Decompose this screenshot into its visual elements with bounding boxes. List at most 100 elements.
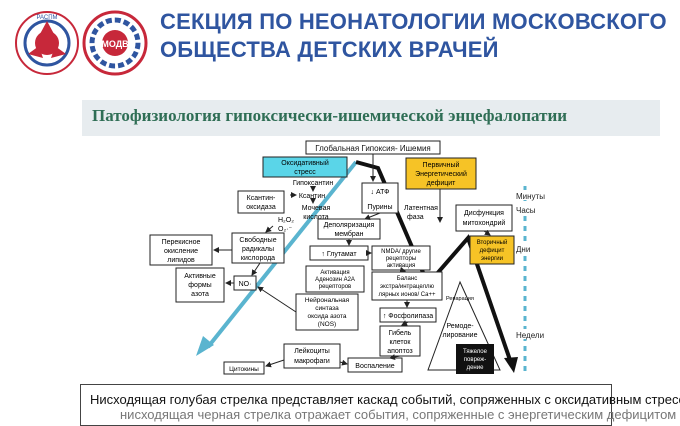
label-nmda-2: рецепторы (386, 256, 416, 262)
time-hours: Часы (516, 206, 536, 215)
label-global-hypoxia: Глобальная Гипоксия- Ишемия (315, 144, 431, 153)
logo-left-text: РАСПМ (36, 15, 57, 21)
label-nos-4: (NOS) (318, 321, 336, 328)
energy-deficit-arrowhead (504, 357, 518, 373)
label-glutamate: ↑ Глутамат (321, 251, 357, 258)
label-severe-3: дение (467, 365, 485, 371)
label-nos-3: оксида азота (307, 313, 346, 320)
box-neuronal-nos (295, 293, 359, 331)
page-title-line1: СЕКЦИЯ ПО НЕОНАТОЛОГИИ МОСКОВСКОГО (160, 9, 667, 34)
box-mito-dysfunction (455, 204, 513, 232)
box-free-radicals (231, 232, 285, 264)
label-nitrogen-2: формы (188, 282, 211, 289)
time-weeks: Недели (516, 331, 544, 340)
label-uric-2: кислота (303, 214, 329, 221)
label-death-3: апоптоз (387, 348, 413, 355)
label-oxidative-2: стресс (294, 169, 316, 176)
label-lipid-2: окисление (164, 248, 198, 255)
label-radicals-2: радикалы (242, 246, 274, 253)
label-purines: Пурины (367, 204, 392, 211)
label-nos-1: Нейрональная (305, 296, 350, 304)
label-radicals-1: Свободные (239, 236, 276, 244)
box-primary-deficit (405, 157, 477, 190)
box-reactive-nitrogen (175, 267, 225, 303)
label-severe-1: Тяжелое (463, 349, 488, 355)
label-leuko-2: макрофаги (294, 358, 330, 365)
label-balance-2: экстра/интрацеллю (380, 284, 434, 290)
label-uric-1: Мочевая (302, 205, 331, 212)
box-oxidative-stress (262, 156, 348, 178)
box-leukocytes (283, 343, 341, 369)
box-cell-death (379, 325, 421, 357)
box-inflammation (347, 357, 403, 373)
box-ion-balance (371, 271, 443, 301)
label-depol-2: мембран (334, 230, 363, 238)
label-secondary-3: энергии (481, 256, 503, 262)
box-secondary-deficit (469, 235, 515, 265)
label-leuko-1: Лейкоциты (294, 347, 330, 355)
oxidative-arrowhead (196, 336, 214, 356)
page-title-line2: ОБЩЕСТВА ДЕТСКИХ ВРАЧЕЙ (160, 37, 499, 62)
label-nmda-3: активация (387, 263, 416, 269)
label-o2: O₂·⁻ (278, 226, 292, 233)
label-secondary-2: дефицит (480, 248, 505, 254)
label-repair: Репарация (446, 296, 474, 302)
label-nmda-1: NMDA/ другие (381, 249, 421, 255)
label-lipid-1: Перекисное (162, 239, 201, 246)
label-balance-3: лярных ионов/ Ca++ (379, 292, 436, 298)
label-primary-2: Энергетический (415, 170, 467, 178)
label-lipid-3: липидов (167, 257, 195, 264)
pathophysiology-diagram: Минуты Часы Дни Недели Глобальная Гипокс… (149, 140, 545, 375)
label-nos-2: синтаза (315, 305, 339, 312)
label-cytokines: Цитокины (229, 366, 259, 373)
label-severe-2: повреж- (464, 357, 486, 363)
label-primary-3: дефицит (427, 180, 457, 187)
label-radicals-3: кислорода (241, 255, 275, 262)
label-primary-1: Первичный (423, 161, 460, 169)
box-cytokines (223, 361, 265, 375)
box-adenosine (305, 265, 365, 293)
connector-arrows (213, 154, 491, 368)
label-inflammation: Воспаление (355, 363, 394, 370)
label-mito-1: Дисфункция (464, 210, 504, 217)
label-oxidative-1: Оксидативный (281, 159, 329, 167)
box-nmda (371, 245, 431, 271)
label-balance-1: Баланс (397, 276, 417, 282)
box-lipid-peroxidation (149, 234, 213, 266)
label-depol-1: Деполяризация (324, 222, 375, 229)
label-adenosine-3: рецепторов (319, 284, 352, 290)
caption-line1: Нисходящая голубая стрелка представляет … (90, 392, 680, 407)
label-latent-2: фаза (407, 214, 424, 221)
box-atp (361, 182, 399, 214)
slide-title: Патофизиология гипоксически-ишемической … (92, 106, 568, 125)
label-phospholipase: ↑ Фосфолипаза (383, 313, 433, 320)
label-remodel-2: лирование (443, 332, 478, 339)
label-no: NO· (239, 281, 252, 288)
association-logo-left: РАСПМ (15, 11, 79, 75)
label-xanthine: Ксантин (299, 193, 325, 200)
label-atp: ↓ АТФ (371, 189, 390, 196)
label-xo-1: Ксантин- (247, 195, 276, 202)
slide-title-panel (82, 100, 660, 136)
label-adenosine-1: Активация (320, 270, 349, 276)
page-title: СЕКЦИЯ ПО НЕОНАТОЛОГИИ МОСКОВСКОГО ОБЩЕС… (160, 8, 670, 64)
label-nitrogen-3: азота (191, 291, 209, 298)
label-h2o2: H₂O₂ (278, 217, 294, 224)
label-hypoxanthine: Гипоксантин (293, 180, 334, 187)
label-xo-2: оксидаза (246, 204, 276, 211)
time-days: Дни (516, 245, 530, 254)
label-secondary-1: Вторичный (477, 239, 508, 246)
label-remodel-1: Ремоде- (446, 323, 474, 330)
label-nitrogen-1: Активные (184, 273, 216, 280)
logo-right-text: МОДВ (101, 39, 129, 49)
time-minutes: Минуты (516, 192, 545, 201)
association-logo-right: МОДВ (82, 10, 148, 76)
box-xanthine-oxidase (237, 190, 285, 214)
label-latent-1: Латентная (404, 205, 438, 212)
label-death-2: клеток (390, 339, 412, 346)
label-adenosine-2: Аденозин A2A (315, 277, 355, 283)
box-severe-damage (456, 344, 494, 374)
caption-line2: нисходящая черная стрелка отражает событ… (120, 407, 677, 422)
label-mito-2: митохондрий (463, 219, 506, 227)
label-death-1: Гибель (389, 329, 412, 337)
